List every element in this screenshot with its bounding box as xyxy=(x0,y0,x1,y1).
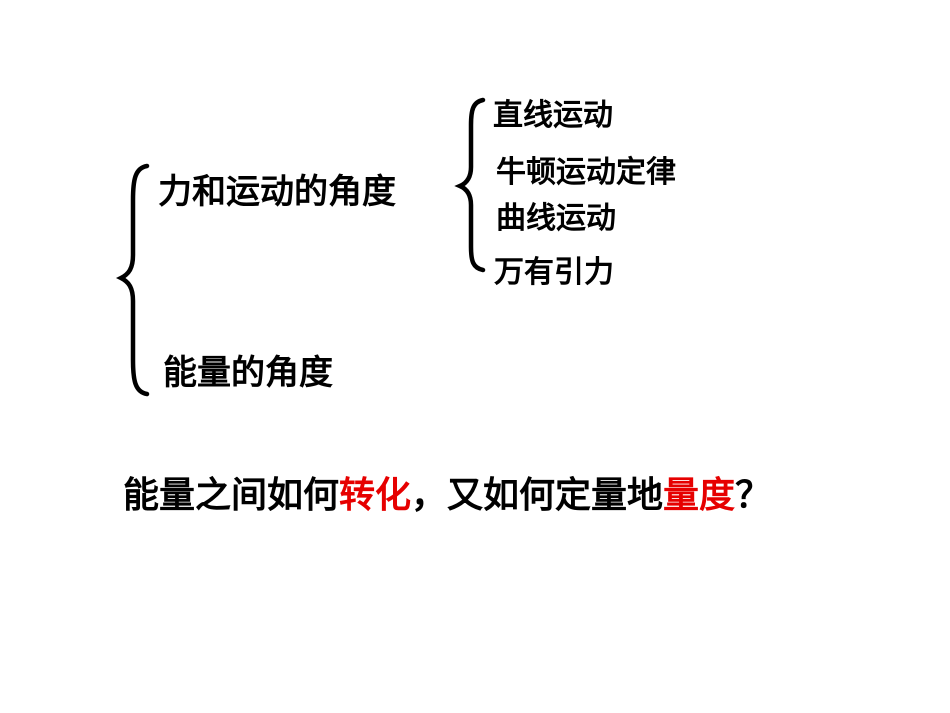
sub-item-gravitation: 万有引力 xyxy=(494,255,614,290)
question-part-1: 能量之间如何 xyxy=(123,475,340,516)
sub-item-newton-laws: 牛顿运动定律 xyxy=(496,155,676,190)
sub-brace xyxy=(454,97,486,273)
question-mark: ？ xyxy=(735,475,772,516)
main-brace xyxy=(115,163,150,397)
sub-item-curved-motion: 曲线运动 xyxy=(496,201,616,236)
question-part-2: ，又如何定量地 xyxy=(411,475,664,516)
question-highlight-transform: 转化 xyxy=(339,475,412,516)
branch-energy-label: 能量的角度 xyxy=(163,353,333,393)
question-highlight-measure: 量度 xyxy=(663,475,736,516)
sub-item-linear-motion: 直线运动 xyxy=(493,98,613,133)
branch-force-motion-label: 力和运动的角度 xyxy=(158,172,396,212)
question-text: 能量之间如何转化，又如何定量地量度？ xyxy=(123,478,771,514)
